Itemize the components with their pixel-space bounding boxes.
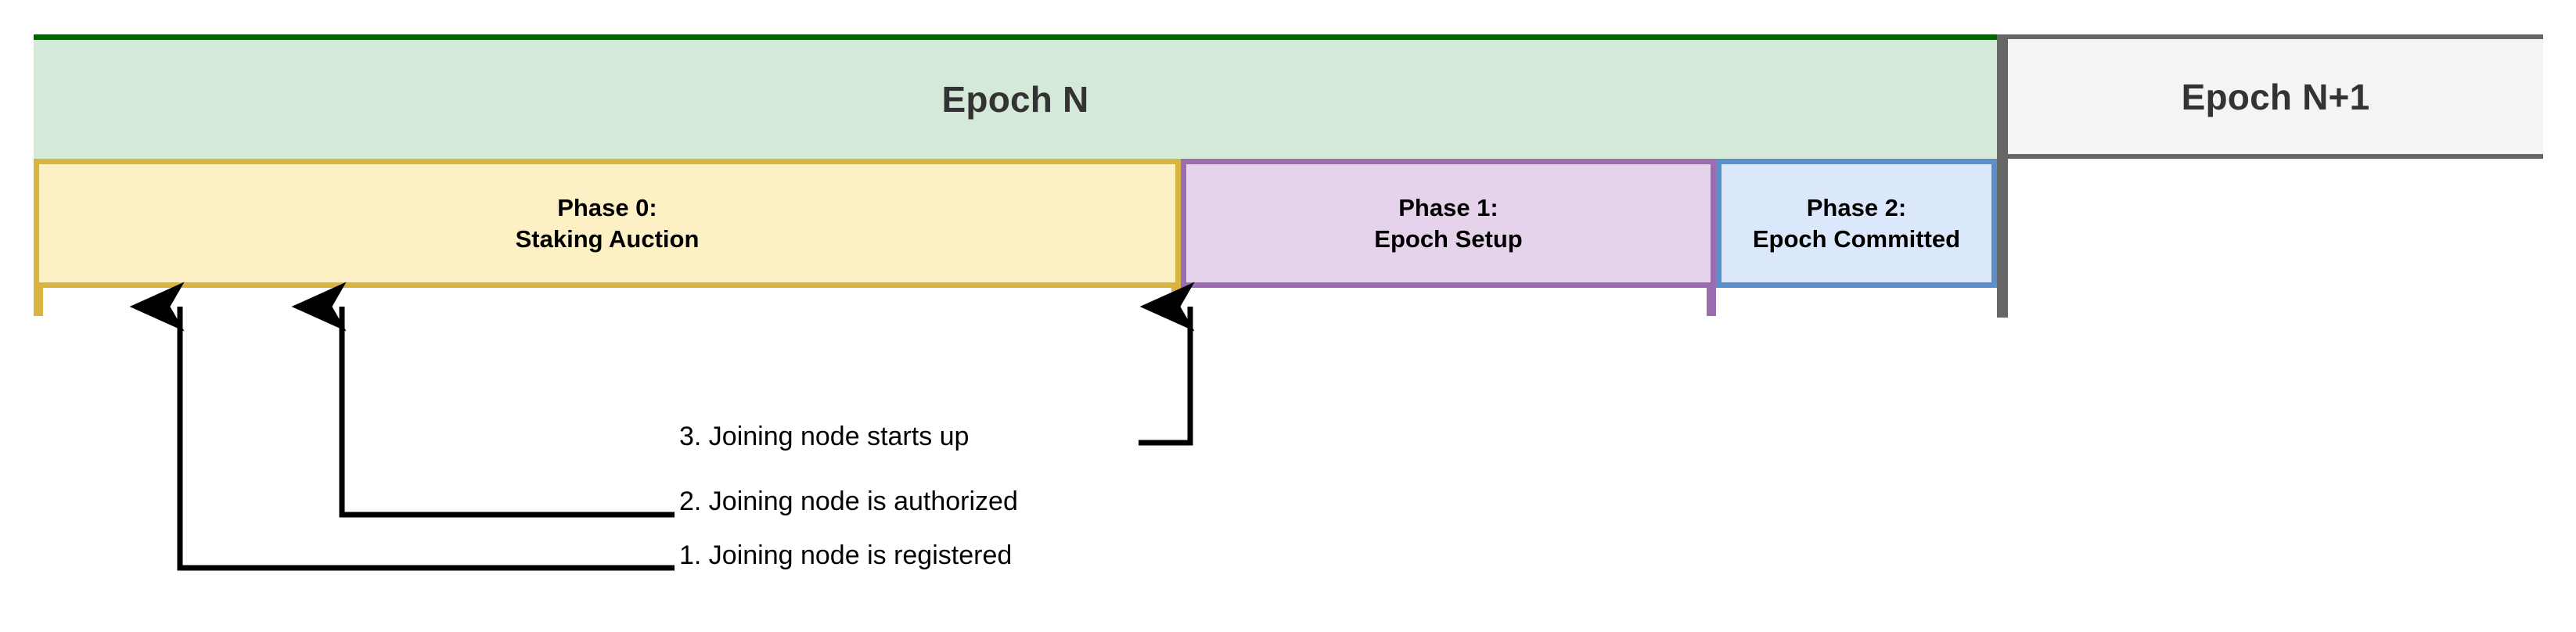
epoch-n-plus-1-box: Epoch N+1	[2008, 34, 2543, 159]
epoch-boundary-divider	[1997, 34, 2008, 318]
connector-note-3	[1139, 282, 1195, 446]
phase-2-subtitle: Epoch Committed	[1752, 224, 1961, 253]
annotation-label-1: 1. Joining node is registered	[679, 540, 1013, 570]
phase-0-title: Phase 0:	[557, 193, 657, 221]
phase-1-subtitle: Epoch Setup	[1374, 224, 1523, 253]
phase-1-title: Phase 1:	[1398, 193, 1498, 221]
epoch-n-label: Epoch N	[941, 79, 1089, 120]
phase-0-subtitle: Staking Auction	[515, 224, 700, 253]
phase-2-title: Phase 2:	[1806, 193, 1907, 221]
annotation-label-3: 3. Joining node starts up	[679, 422, 970, 451]
connector-note-2	[291, 282, 675, 518]
phase-2-box: Phase 2: Epoch Committed	[1716, 159, 1997, 288]
epoch-n-box: Epoch N	[34, 34, 1997, 159]
phase-1-box: Phase 1: Epoch Setup	[1181, 159, 1716, 288]
annotation-label-2: 2. Joining node is authorized	[679, 487, 1018, 516]
connector-note-1	[129, 282, 675, 571]
epoch-n-plus-1-label: Epoch N+1	[2181, 76, 2370, 117]
phase-0-box: Phase 0: Staking Auction	[34, 159, 1181, 288]
